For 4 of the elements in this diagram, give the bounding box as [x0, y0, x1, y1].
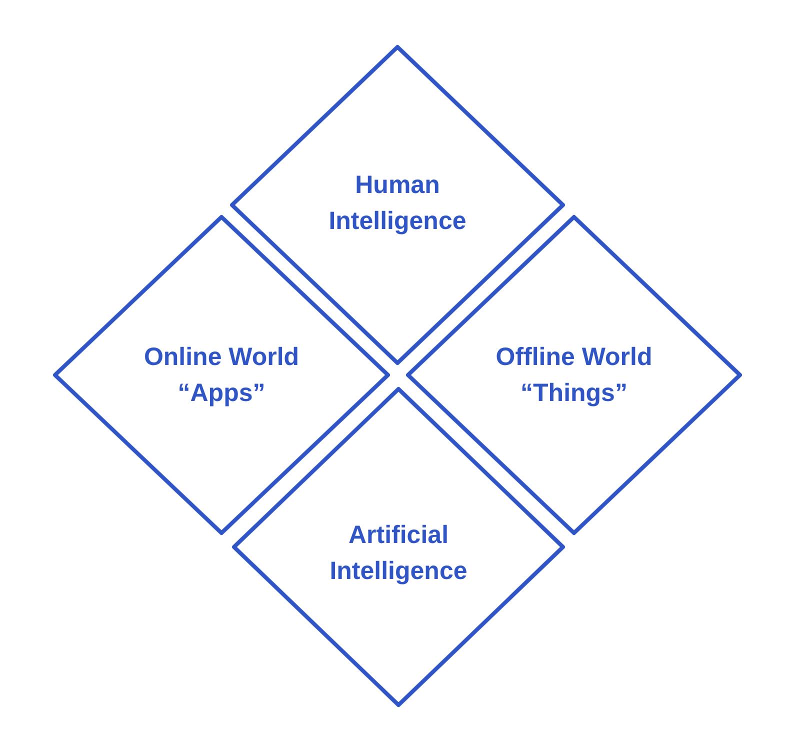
node-label: Offline World “Things” [494, 342, 654, 409]
node-label: Online World “Apps” [142, 342, 300, 409]
node-label: Human Intelligence [328, 170, 468, 237]
node-label: Artificial Intelligence [328, 520, 468, 587]
